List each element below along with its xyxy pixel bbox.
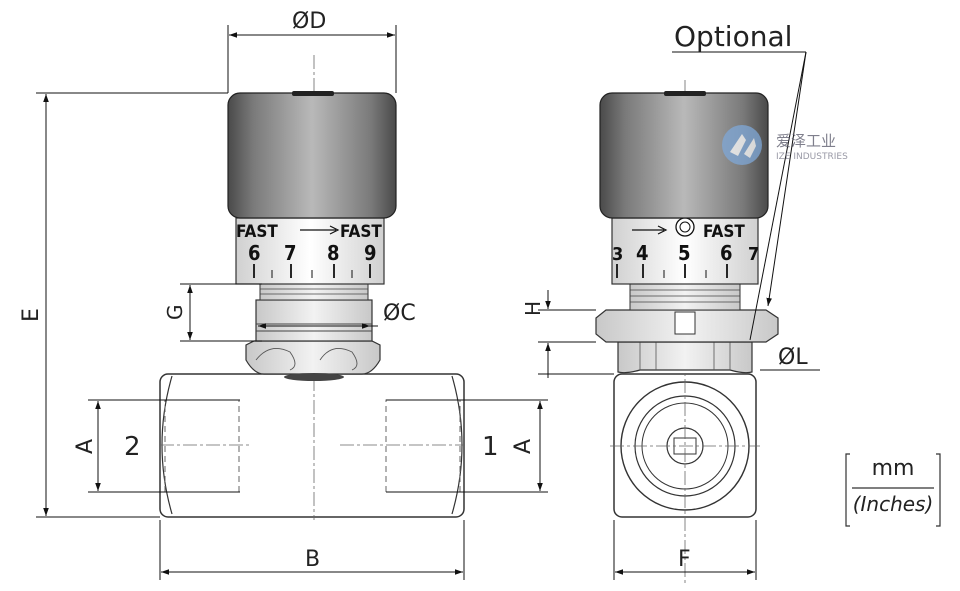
dim-label-e: E [19,308,44,322]
dim-label-b: B [305,547,320,572]
units-primary: mm [871,456,915,481]
port-label-1: 1 [482,432,499,462]
side-view [595,80,779,585]
units-legend: mm (Inches) [846,454,940,526]
watermark-en: IZE INDUSTRIES [776,152,848,162]
dim-label-c: ØC [383,301,416,326]
dim-label-f: F [678,547,691,572]
right-digit-3: 3 [612,244,623,265]
stem-housing [255,299,373,342]
direction-arrow [300,225,340,235]
lock-screw-icon [675,217,695,237]
dim-label-a-right: A [511,439,536,454]
dim-label-d: ØD [292,9,326,34]
left-digit-9: 9 [364,241,377,265]
dim-label-g: G [163,305,187,321]
right-digit-4: 4 [636,241,649,265]
left-digit-7: 7 [284,241,297,265]
right-fast-label: FAST [703,222,745,242]
port-label-2: 2 [124,432,141,462]
adjustment-knob [227,92,397,219]
left-digit-6: 6 [248,241,261,265]
dim-label-l: ØL [778,345,808,370]
optional-label: Optional [674,20,792,53]
dim-label-a-left: A [73,439,98,454]
hex-nut [245,340,381,375]
watermark: 爱泽工业 IZE INDUSTRIES [722,125,848,165]
valve-body [159,373,465,518]
left-fast-label-2: FAST [340,222,382,242]
left-fast-label: FAST [236,222,278,242]
side-hex-nut [617,341,753,374]
dimension-lines [36,25,820,580]
right-digit-5: 5 [678,241,691,265]
units-bracket [845,453,941,527]
units-secondary: (Inches) [852,492,934,516]
watermark-cn: 爱泽工业 [776,132,836,150]
left-digit-8: 8 [327,241,340,265]
front-view [159,55,465,520]
right-digit-7: 7 [748,244,759,265]
dim-label-h: H [521,301,545,316]
scale-ticks [253,264,371,278]
right-digit-6: 6 [720,241,733,265]
